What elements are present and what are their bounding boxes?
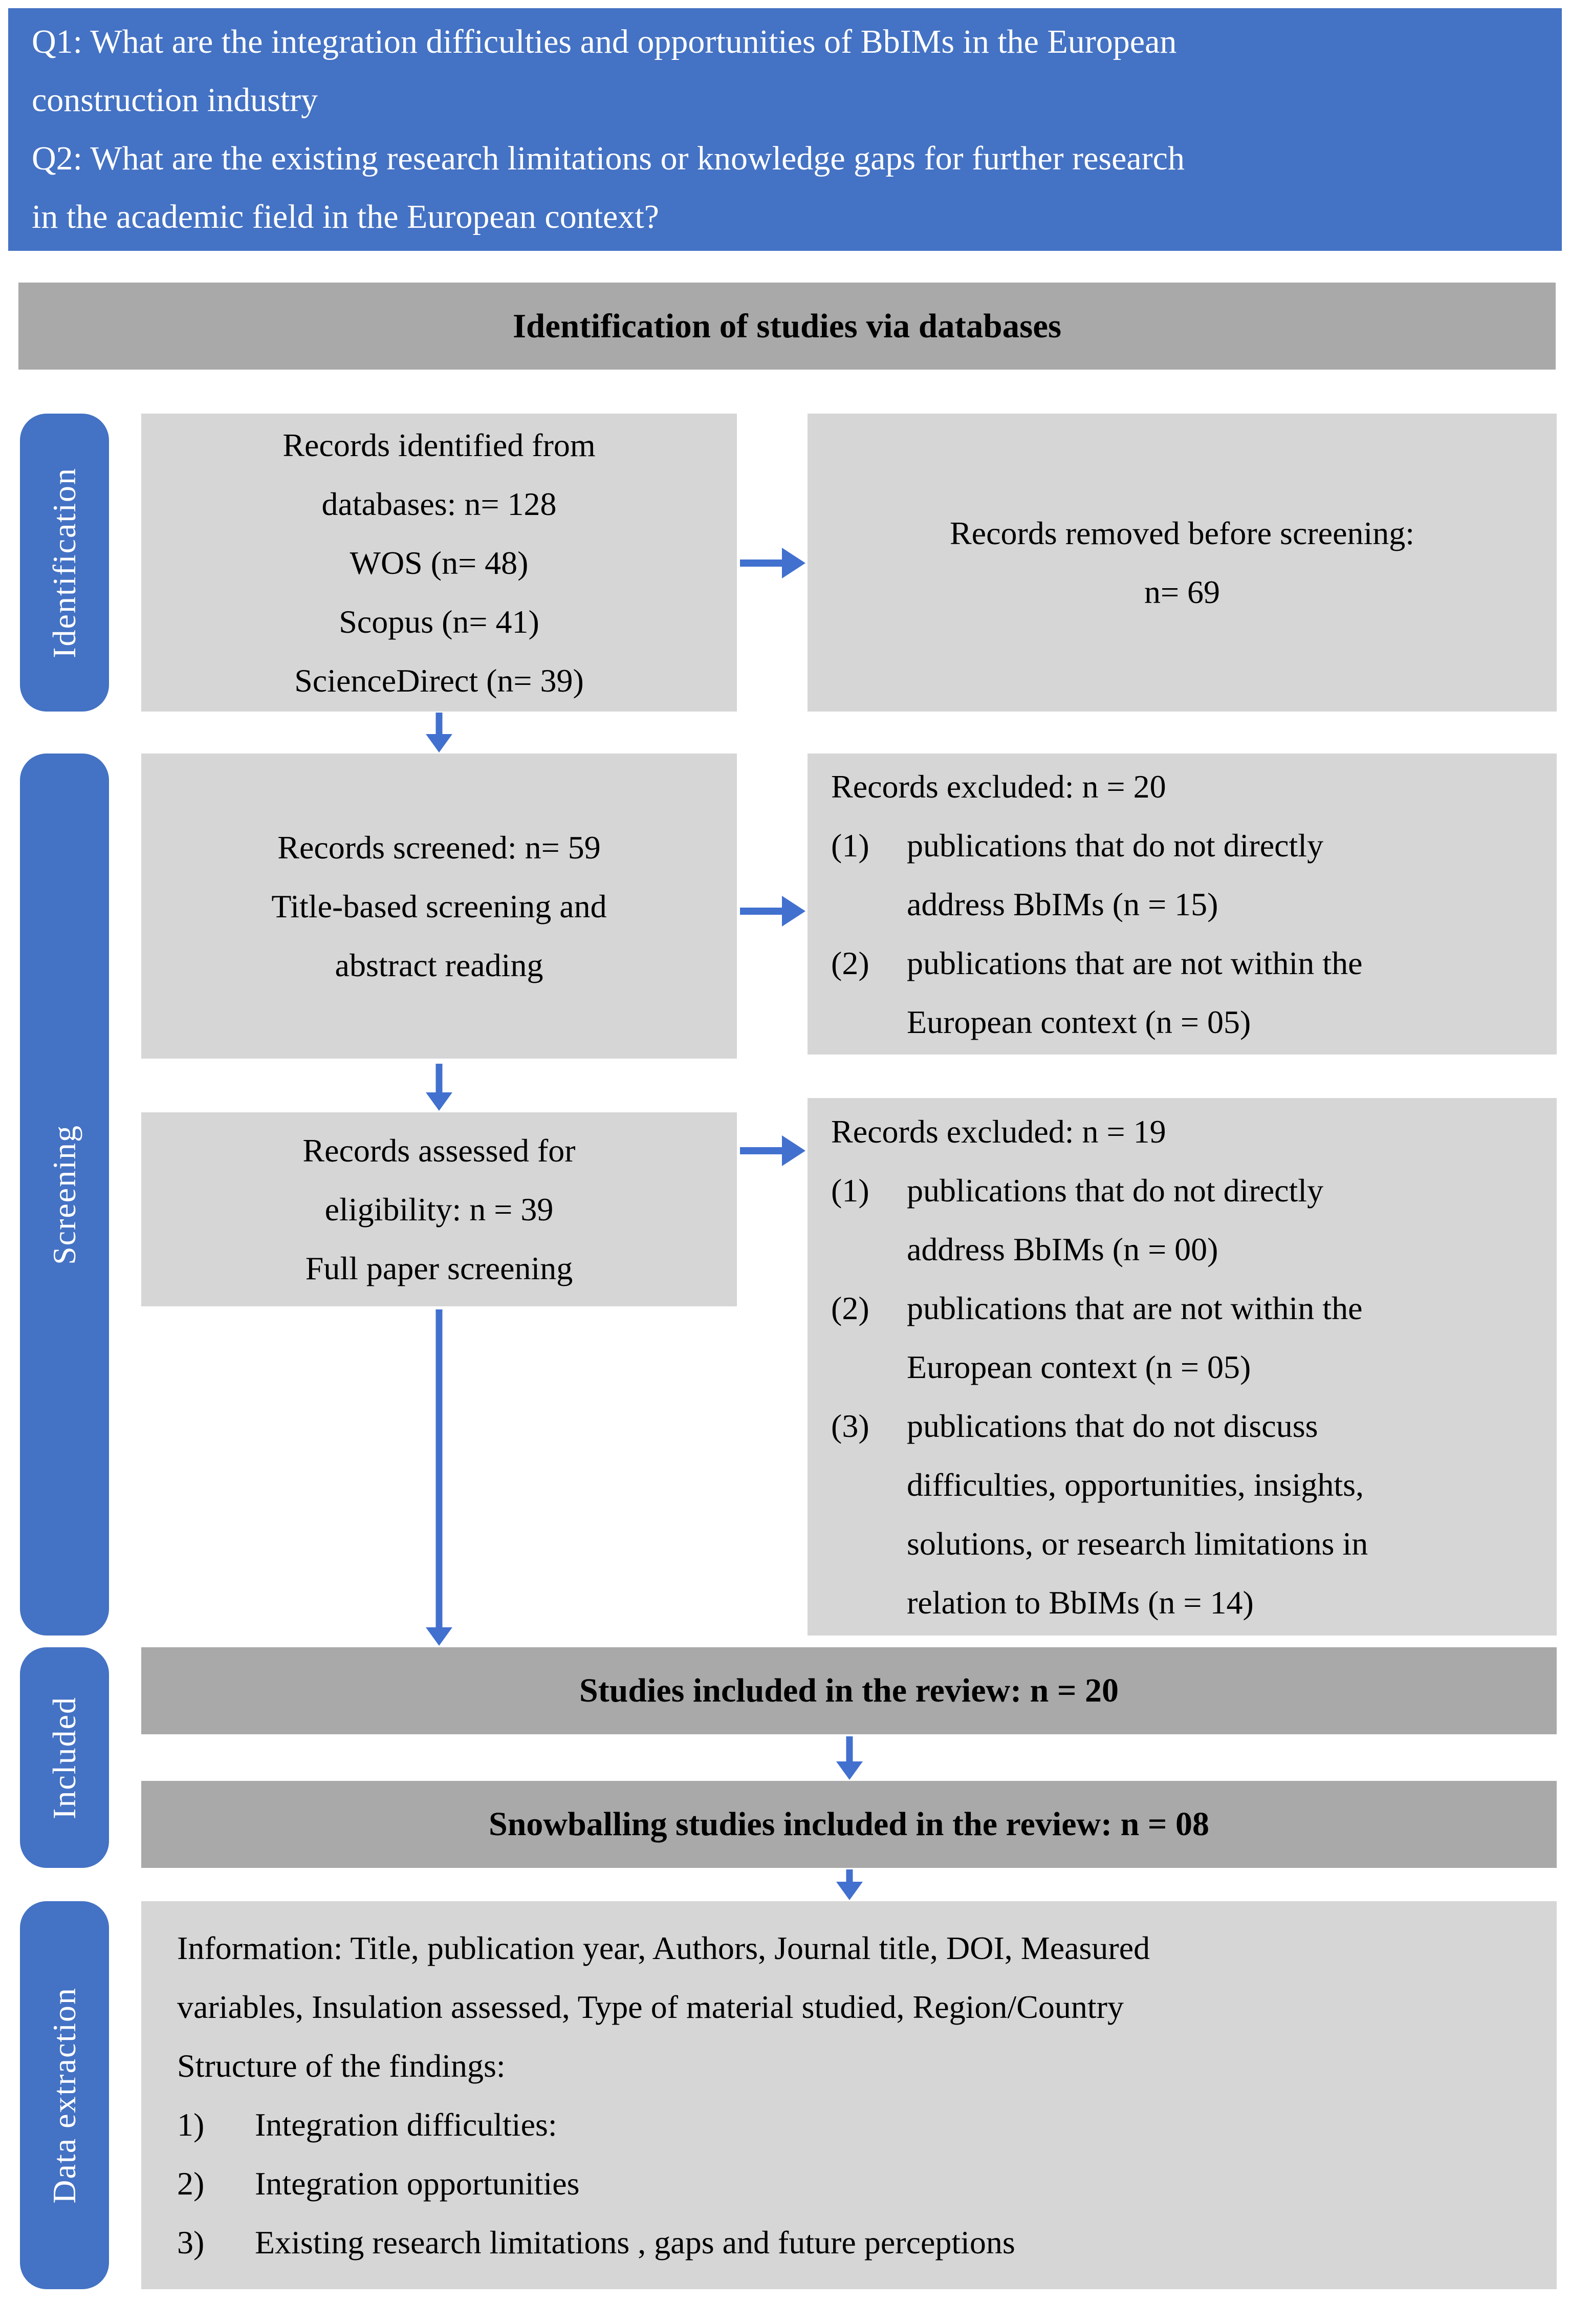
data-extraction-item: 1) Integration difficulties: (177, 2095, 1521, 2154)
question-line: Q2: What are the existing research limit… (32, 140, 1185, 177)
excluded-title: Records excluded: n = 19 (831, 1113, 1166, 1150)
arrow-head-icon (426, 1092, 452, 1111)
excluded-item-number: (2) (831, 944, 869, 981)
data-extraction-item-text: Existing research limitations , gaps and… (255, 2224, 1015, 2261)
excluded-item: (2) publications that are not within the… (828, 934, 1536, 1051)
excluded-item-text: publications that do not directly addres… (907, 1172, 1324, 1267)
arrow-head-icon (782, 896, 805, 927)
box-records-excluded-2: Records excluded: n = 19 (1) publication… (808, 1098, 1557, 1636)
question-line: in the academic field in the European co… (32, 198, 659, 235)
data-extraction-item-number: 3) (177, 2224, 205, 2261)
arrow-shaft (435, 713, 443, 736)
data-extraction-item-number: 2) (177, 2165, 205, 2202)
excluded-item-text: publications that are not within the Eur… (907, 1289, 1363, 1385)
arrow-right-screened-to-excluded (740, 896, 805, 927)
arrow-down-assessed-to-included (426, 1309, 452, 1646)
arrow-head-icon (836, 1882, 863, 1900)
question-line: construction industry (32, 81, 318, 119)
arrow-right-assessed-to-excluded (740, 1135, 805, 1166)
arrow-down-included-to-snowballing (836, 1736, 863, 1780)
arrow-down-screened-to-assessed (426, 1064, 452, 1111)
arrow-shaft (740, 1147, 785, 1154)
section-header-title: Identification of studies via databases (512, 307, 1062, 345)
arrow-shaft (846, 1869, 853, 1884)
data-extraction-item-text: Integration opportunities (255, 2165, 580, 2202)
arrow-shaft (435, 1309, 443, 1629)
excluded-item-number: (1) (831, 827, 869, 864)
data-extraction-line: variables, Insulation assessed, Type of … (177, 1989, 1124, 2025)
arrow-head-icon (426, 734, 452, 752)
stage-label-text: Screening (46, 1124, 82, 1265)
box-records-excluded-1: Records excluded: n = 20 (1) publication… (808, 754, 1557, 1055)
excluded-item: (1) publications that do not directly ad… (828, 816, 1536, 934)
stage-label-text: Identification (46, 467, 82, 658)
data-extraction-item-text: Integration difficulties: (255, 2106, 557, 2143)
excluded-item-number: (2) (831, 1289, 869, 1326)
excluded-item: (3) publications that do not discuss dif… (828, 1396, 1536, 1632)
box-line: Full paper screening (305, 1250, 573, 1286)
box-line: Records removed before screening: (949, 515, 1415, 551)
excluded-item-text: publications that are not within the Eur… (907, 944, 1363, 1040)
excluded-item: (1) publications that do not directly ad… (828, 1161, 1536, 1279)
data-extraction-line: Information: Title, publication year, Au… (177, 1930, 1150, 1966)
arrow-head-icon (782, 1135, 805, 1166)
arrow-down-snowballing-to-data-extraction (836, 1869, 863, 1900)
box-line: abstract reading (335, 946, 543, 983)
box-records-assessed: Records assessed for eligibility: n = 39… (141, 1112, 737, 1306)
box-line: databases: n= 128 (321, 485, 557, 522)
box-line: Records assessed for (302, 1132, 576, 1169)
bar-text: Studies included in the review: n = 20 (579, 1672, 1119, 1709)
data-extraction-line: Structure of the findings: (177, 2048, 506, 2084)
box-line: n= 69 (1144, 574, 1220, 610)
box-line: WOS (n= 48) (350, 544, 529, 581)
box-data-extraction: Information: Title, publication year, Au… (141, 1901, 1557, 2289)
arrow-down-identified-to-screened (426, 713, 452, 752)
arrow-shaft (740, 908, 785, 915)
box-records-screened: Records screened: n= 59 Title-based scre… (141, 754, 737, 1059)
question-line: Q1: What are the integration difficultie… (32, 23, 1177, 60)
arrow-head-icon (426, 1627, 452, 1646)
arrow-head-icon (782, 548, 805, 578)
excluded-item-text: publications that do not directly addres… (907, 827, 1324, 922)
box-line: Records screened: n= 59 (277, 829, 601, 866)
arrow-head-icon (836, 1761, 863, 1780)
stage-label-included: Included (20, 1647, 109, 1868)
excluded-title: Records excluded: n = 20 (831, 768, 1166, 805)
arrow-shaft (435, 1064, 443, 1094)
stage-label-text: Included (46, 1696, 82, 1819)
excluded-item: (2) publications that are not within the… (828, 1279, 1536, 1396)
data-extraction-item-number: 1) (177, 2106, 205, 2143)
bar-studies-included: Studies included in the review: n = 20 (141, 1647, 1557, 1734)
box-records-identified: Records identified from databases: n= 12… (141, 414, 737, 712)
arrow-right-identified-to-removed (740, 548, 805, 578)
box-line: ScienceDirect (n= 39) (294, 662, 584, 699)
stage-label-identification: Identification (20, 414, 109, 712)
excluded-item-text: publications that do not discuss difficu… (907, 1407, 1368, 1621)
section-header: Identification of studies via databases (18, 283, 1556, 370)
arrow-shaft (846, 1736, 853, 1763)
excluded-item-number: (3) (831, 1407, 869, 1444)
box-records-removed: Records removed before screening: n= 69 (808, 414, 1557, 712)
data-extraction-item: 2) Integration opportunities (177, 2154, 1521, 2213)
box-line: Title-based screening and (271, 888, 607, 924)
stage-label-data-extraction: Data extraction (20, 1901, 109, 2289)
stage-label-screening: Screening (20, 754, 109, 1636)
box-line: Scopus (n= 41) (339, 603, 539, 640)
bar-text: Snowballing studies included in the revi… (489, 1805, 1209, 1843)
box-line: eligibility: n = 39 (324, 1191, 554, 1228)
excluded-item-number: (1) (831, 1172, 869, 1209)
arrow-shaft (740, 560, 785, 567)
bar-snowballing-included: Snowballing studies included in the revi… (141, 1781, 1557, 1868)
data-extraction-item: 3) Existing research limitations , gaps … (177, 2213, 1521, 2272)
stage-label-text: Data extraction (46, 1987, 82, 2204)
box-line: Records identified from (282, 426, 596, 463)
research-questions-banner: Q1: What are the integration difficultie… (8, 8, 1562, 251)
